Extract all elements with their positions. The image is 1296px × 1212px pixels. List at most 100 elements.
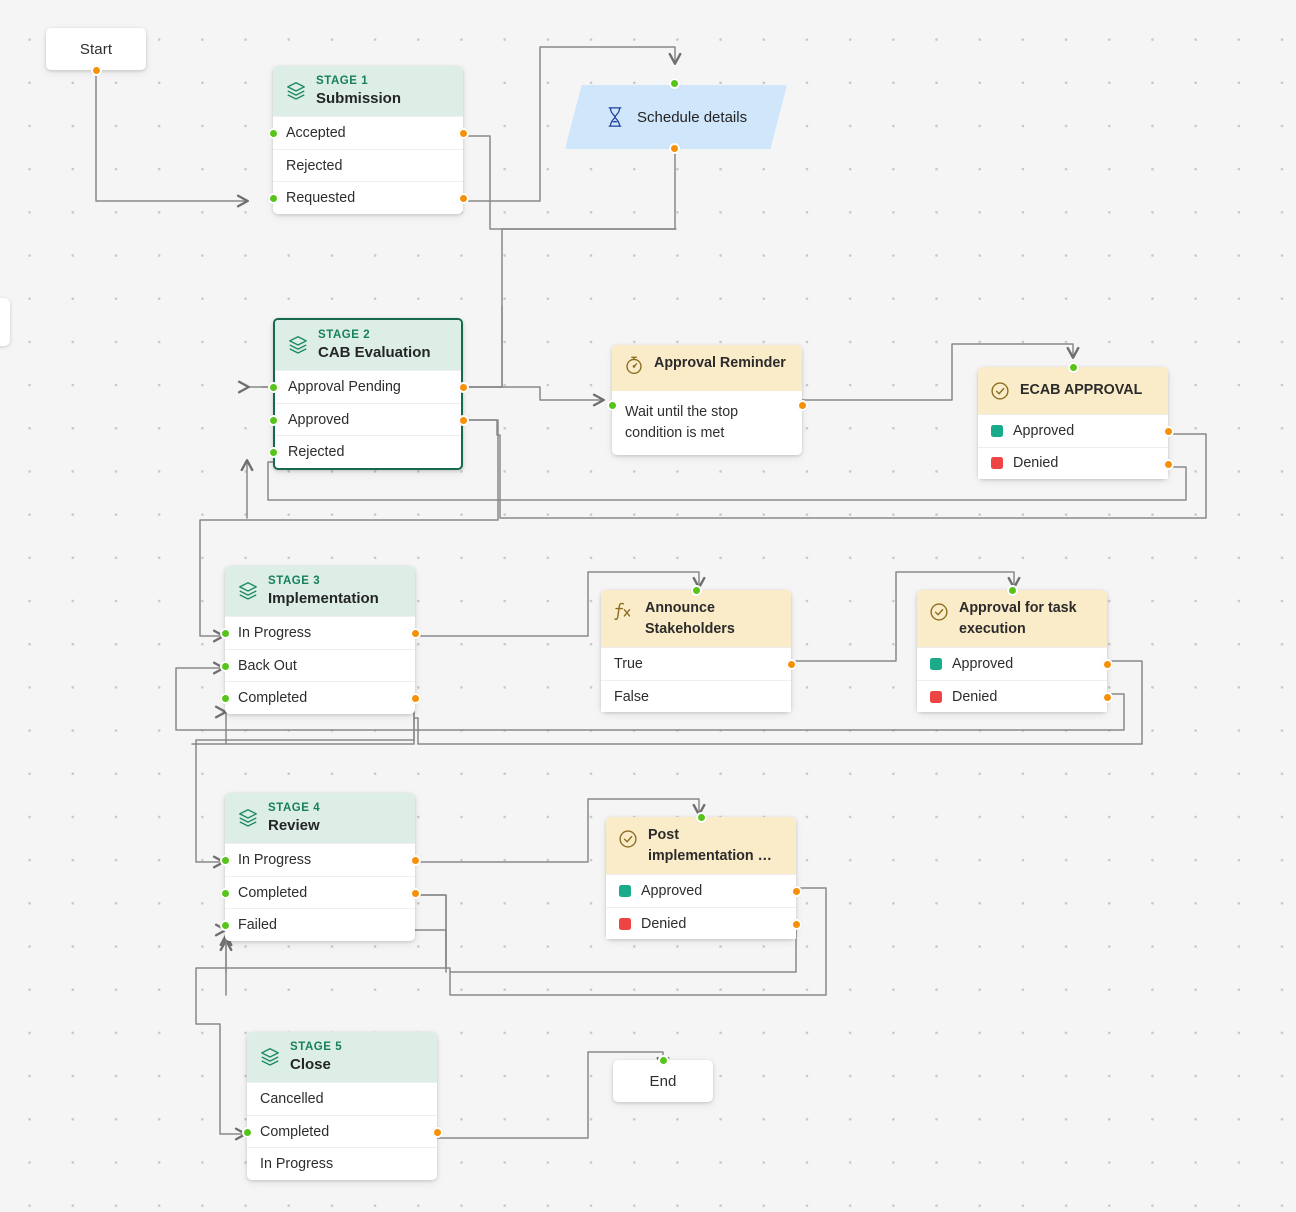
stage-3-in-progress-out-port[interactable] (409, 628, 421, 640)
stage-5-completed-in-port[interactable] (241, 1126, 253, 1138)
stage-2-row-rejected[interactable]: Rejected (267, 435, 461, 468)
stage-3-title: Implementation (268, 589, 379, 607)
stage-node-stage-2[interactable]: STAGE 2 CAB Evaluation Approval Pending … (267, 318, 469, 470)
stage-2-approval-pending-in-port[interactable] (267, 382, 279, 394)
stage-3-back-out-in-port[interactable] (219, 660, 231, 672)
stage-4-completed-out-port[interactable] (409, 887, 421, 899)
approval-reminder-in-port[interactable] (606, 400, 618, 411)
stage-4-row-failed[interactable]: Failed (219, 908, 415, 941)
stage-1-row-accepted[interactable]: Accepted (267, 116, 469, 149)
start-out-port[interactable] (90, 64, 102, 76)
stage-4-failed-in-port[interactable] (219, 920, 231, 932)
start-node[interactable]: Start (46, 28, 146, 76)
stage-3-completed-in-port[interactable] (219, 693, 231, 705)
post-implementation-approved-out-port[interactable] (790, 886, 802, 898)
post-implementation-in-port[interactable] (695, 811, 707, 823)
announce-stakeholders-row-false-label: False (614, 688, 649, 705)
stage-3-row-completed[interactable]: Completed (219, 681, 421, 714)
stage-5-row-completed[interactable]: Completed (241, 1114, 443, 1148)
check-circle-icon (619, 830, 637, 848)
layers-icon (239, 582, 257, 600)
approval-for-task-execution-denied-out-port[interactable] (1101, 691, 1113, 703)
schedule-details-in-port[interactable] (669, 78, 680, 89)
stage-3-row-in-progress[interactable]: In Progress (219, 616, 421, 649)
stage-5-header[interactable]: STAGE 5 Close (247, 1032, 437, 1083)
stage-5-row-cancelled[interactable]: Cancelled (247, 1082, 437, 1115)
end-node[interactable]: End (613, 1054, 713, 1102)
stage-1-row-accepted-label: Accepted (286, 125, 346, 141)
stage-node-stage-4[interactable]: STAGE 4 Review In Progress Completed Fai… (219, 793, 421, 941)
stage-1-accepted-out-port[interactable] (457, 128, 469, 140)
ecab-approval-row-denied[interactable]: Denied (978, 446, 1174, 479)
layers-icon (261, 1048, 279, 1066)
stage-1-row-rejected-label: Rejected (286, 157, 343, 174)
action-node-approval-for-task-execution[interactable]: Approval for task execution Approved Den… (917, 584, 1113, 713)
stage-4-row-in-progress[interactable]: In Progress (219, 843, 421, 876)
approval-reminder-out-port[interactable] (796, 400, 808, 411)
stage-2-row-approved[interactable]: Approved (267, 402, 469, 436)
approval-for-task-execution-header[interactable]: Approval for task execution (917, 590, 1107, 648)
announce-stakeholders-row-false[interactable]: False (601, 679, 791, 713)
stage-1-requested-out-port[interactable] (457, 193, 469, 205)
ecab-approval-header[interactable]: ECAB APPROVAL (978, 367, 1168, 414)
layers-icon (289, 336, 307, 354)
stage-1-row-requested[interactable]: Requested (267, 181, 469, 214)
stage-4-completed-in-port[interactable] (219, 887, 231, 899)
announce-stakeholders-row-true-label: True (614, 656, 643, 673)
stage-5-completed-out-port[interactable] (431, 1126, 443, 1138)
approval-reminder-header[interactable]: Approval Reminder (612, 345, 802, 391)
stage-4-row-completed[interactable]: Completed (219, 875, 421, 909)
stage-3-completed-out-port[interactable] (409, 693, 421, 705)
stage-2-approved-out-port[interactable] (457, 414, 469, 426)
ecab-approval-row-approved[interactable]: Approved (978, 414, 1174, 447)
announce-stakeholders-true-out-port[interactable] (785, 659, 797, 671)
left-panel-handle[interactable] (0, 298, 10, 346)
announce-stakeholders-in-port[interactable] (690, 584, 702, 596)
stage-3-row-in-progress-label: In Progress (238, 625, 312, 641)
schedule-details-out-port[interactable] (669, 143, 680, 154)
denied-swatch (991, 457, 1003, 470)
schedule-details-label: Schedule details (637, 108, 748, 126)
stage-3-header[interactable]: STAGE 3 Implementation (225, 566, 415, 617)
stage-node-stage-3[interactable]: STAGE 3 Implementation In Progress Back … (219, 566, 421, 714)
stage-4-in-progress-in-port[interactable] (219, 855, 231, 867)
stage-node-stage-1[interactable]: STAGE 1 Submission Accepted Rejected Req… (267, 66, 469, 214)
announce-stakeholders-header[interactable]: Announce Stakeholders (601, 590, 791, 648)
schedule-details-node[interactable]: Schedule details (565, 85, 787, 149)
announce-stakeholders-row-true[interactable]: True (601, 647, 797, 680)
stage-3-row-back-out[interactable]: Back Out (219, 648, 415, 682)
post-implementation-row-denied[interactable]: Denied (606, 906, 802, 940)
stage-2-approved-in-port[interactable] (267, 414, 279, 426)
approval-for-task-execution-in-port[interactable] (1006, 584, 1018, 596)
stage-4-header[interactable]: STAGE 4 Review (225, 793, 415, 844)
stage-1-accepted-in-port[interactable] (267, 128, 279, 140)
action-node-approval-reminder[interactable]: Approval Reminder Wait until the stop co… (606, 345, 808, 456)
stage-1-requested-in-port[interactable] (267, 193, 279, 205)
stage-5-row-in-progress[interactable]: In Progress (247, 1147, 437, 1180)
action-node-announce-stakeholders[interactable]: Announce Stakeholders True False (601, 584, 797, 713)
stage-node-stage-5[interactable]: STAGE 5 Close Cancelled Completed In Pro… (241, 1032, 443, 1180)
stage-2-row-approval-pending[interactable]: Approval Pending (267, 370, 469, 403)
stage-2-approval-pending-out-port[interactable] (457, 382, 469, 394)
approval-for-task-execution-row-approved[interactable]: Approved (917, 647, 1113, 680)
action-node-post-implementation[interactable]: Post implementation … Approved Denied (606, 811, 802, 940)
post-implementation-header[interactable]: Post implementation … (606, 817, 796, 875)
post-implementation-row-approved[interactable]: Approved (606, 874, 802, 907)
ecab-approval-denied-out-port[interactable] (1162, 458, 1174, 470)
ecab-approval-in-port[interactable] (1067, 361, 1079, 373)
ecab-approval-title: ECAB APPROVAL (1020, 382, 1143, 399)
ecab-approval-approved-out-port[interactable] (1162, 426, 1174, 437)
action-node-ecab-approval[interactable]: ECAB APPROVAL Approved Denied (978, 361, 1174, 479)
post-implementation-denied-out-port[interactable] (790, 918, 802, 930)
end-in-port[interactable] (657, 1054, 669, 1066)
stage-2-header[interactable]: STAGE 2 CAB Evaluation (275, 320, 461, 371)
stage-4-in-progress-out-port[interactable] (409, 855, 421, 867)
stage-3-in-progress-in-port[interactable] (219, 628, 231, 640)
stage-2-rejected-in-port[interactable] (267, 447, 279, 459)
approval-for-task-execution-approved-out-port[interactable] (1101, 659, 1113, 671)
stage-1-header[interactable]: STAGE 1 Submission (273, 66, 463, 117)
approved-swatch (991, 424, 1003, 437)
approval-for-task-execution-row-denied[interactable]: Denied (917, 679, 1113, 713)
stage-1-row-rejected[interactable]: Rejected (273, 148, 463, 182)
